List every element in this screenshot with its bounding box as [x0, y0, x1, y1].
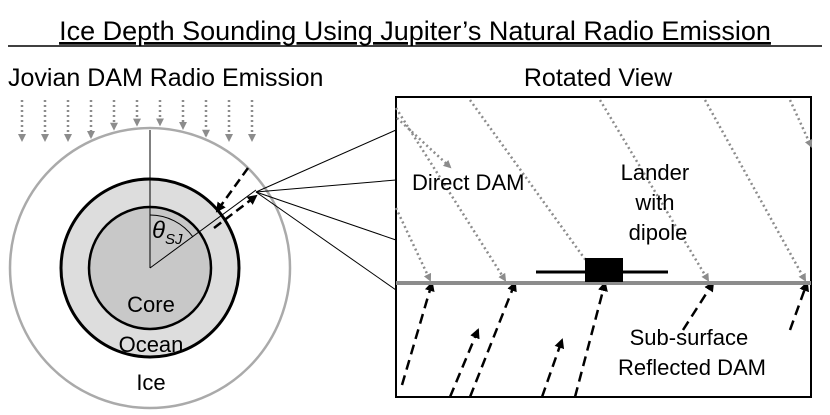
direct-ray	[703, 99, 807, 282]
reflected-label-line-2: Reflected DAM	[618, 355, 766, 380]
reflected-dam-rays	[400, 281, 809, 398]
zoom-line-1	[255, 129, 397, 193]
reflected-label-line-1: Sub-surface	[630, 325, 749, 350]
reflected-ray	[573, 281, 608, 398]
zoom-line-2	[255, 179, 397, 193]
incoming-dam-arrows	[18, 100, 256, 142]
rotated-view-panel: Direct DAM Lander with dipole Sub-surfac…	[394, 96, 813, 398]
reflected-ray	[681, 281, 715, 331]
reflected-ray	[788, 281, 809, 331]
ice-label: Ice	[136, 370, 165, 395]
angle-radius	[149, 189, 257, 269]
reflected-ray	[468, 281, 517, 398]
ocean-label: Ocean	[119, 332, 184, 357]
lander-label-line-1: Lander	[621, 160, 690, 185]
zoom-line-3	[255, 191, 397, 241]
direct-ray	[468, 99, 602, 282]
rotated-view-frame	[395, 96, 812, 398]
direct-dam-rays	[394, 99, 813, 282]
zoom-line-4	[255, 191, 397, 291]
lander-label-line-2: with	[634, 190, 674, 215]
angle-subscript: SJ	[165, 231, 183, 248]
reflected-ray	[448, 328, 480, 398]
page-title: Ice Depth Sounding Using Jupiter’s Natur…	[59, 16, 771, 46]
reflected-ray	[400, 281, 435, 386]
angle-theta: θ	[152, 217, 165, 244]
direct-ray	[788, 99, 813, 148]
lander-label: Lander with dipole	[621, 160, 696, 245]
angle-label: θSJ	[152, 217, 183, 248]
direct-ray	[396, 117, 452, 169]
lander-label-line-3: dipole	[629, 220, 688, 245]
lander-body	[585, 258, 623, 282]
right-heading: Rotated View	[524, 64, 673, 92]
direct-arrow-left	[215, 167, 250, 213]
direct-dam-label: Direct DAM	[412, 170, 524, 195]
angle-arc	[149, 214, 194, 238]
direct-ray	[394, 107, 507, 282]
direct-ray	[394, 207, 432, 282]
reflected-arrow-left	[213, 194, 258, 229]
reflected-dam-label: Sub-surface Reflected DAM	[618, 325, 766, 380]
left-heading: Jovian DAM Radio Emission	[8, 64, 323, 92]
reflected-ray	[540, 338, 565, 398]
core-label: Core	[127, 292, 175, 317]
